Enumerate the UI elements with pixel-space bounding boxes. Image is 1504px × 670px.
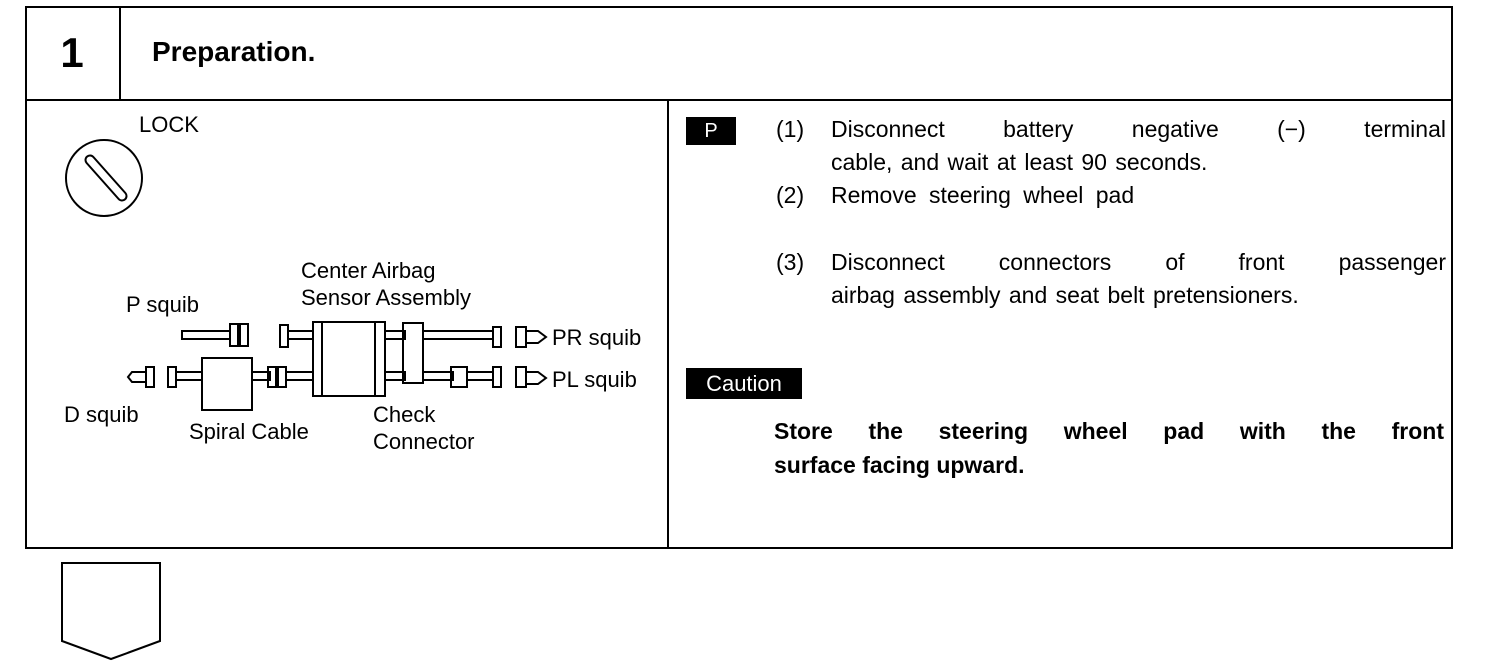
step-1: (1) Disconnect battery negative (−) term… — [776, 113, 1446, 183]
center-airbag-label-2: Sensor Assembly — [301, 285, 471, 310]
step-3: (3) Disconnect connectors of front passe… — [776, 246, 1446, 316]
spiral-cable-label: Spiral Cable — [189, 419, 309, 444]
step-3-number: (3) — [776, 249, 805, 275]
step-2: (2) Remove steering wheel pad — [776, 179, 1446, 219]
center-airbag-label-1: Center Airbag — [301, 258, 436, 283]
step-1-line-1: Disconnect battery negative (−) terminal — [831, 116, 1446, 142]
d-squib-label: D squib — [64, 402, 139, 427]
section-title: Preparation. — [152, 36, 316, 67]
next-step-marker-icon — [61, 562, 161, 661]
caution-line-1: Store the steering wheel pad with the fr… — [774, 418, 1444, 444]
step-1-number: (1) — [776, 116, 805, 142]
step-2-line-1: Remove steering wheel pad — [831, 182, 1135, 208]
airbag-wiring-diagram — [126, 321, 548, 411]
ignition-lock-icon — [65, 139, 143, 217]
p-squib-label: P squib — [126, 292, 199, 317]
header-divider — [25, 99, 1453, 101]
step-1-line-2: cable, and wait at least 90 seconds. — [831, 149, 1208, 175]
caution-note: Store the steering wheel pad with the fr… — [774, 414, 1444, 482]
pr-squib-label: PR squib — [552, 325, 642, 350]
step-2-number: (2) — [776, 182, 805, 208]
column-divider — [667, 99, 669, 549]
step-number: 1 — [25, 6, 121, 101]
step-3-line-1: Disconnect connectors of front passenger — [831, 249, 1446, 275]
caution-badge: Caution — [686, 368, 802, 399]
procedure-frame — [25, 6, 1453, 549]
check-connector-label-2: Connector — [373, 429, 475, 454]
caution-line-2: surface facing upward. — [774, 452, 1025, 478]
procedure-badge: P — [686, 117, 736, 145]
lock-label: LOCK — [139, 112, 199, 137]
check-connector-label-1: Check — [373, 402, 436, 427]
step-3-line-2: airbag assembly and seat belt pretension… — [831, 282, 1299, 308]
pl-squib-label: PL squib — [552, 367, 637, 392]
